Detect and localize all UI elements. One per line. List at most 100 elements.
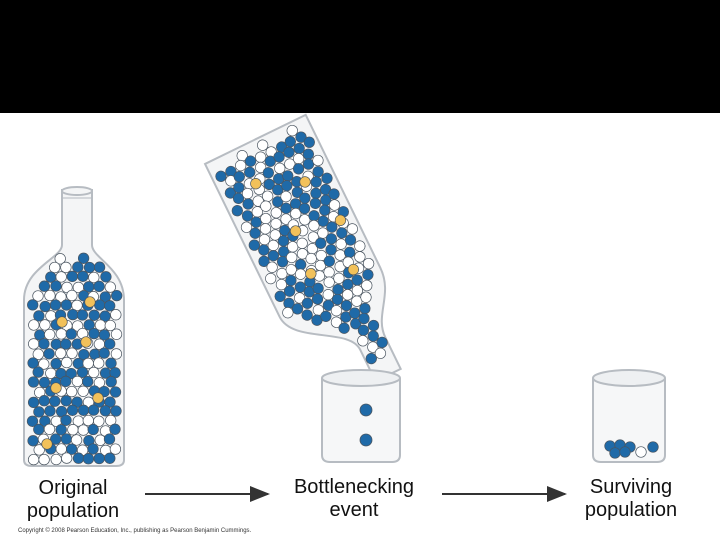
bead <box>66 289 78 302</box>
bead <box>270 218 282 230</box>
bead <box>27 299 39 311</box>
bead <box>280 190 292 203</box>
bead <box>233 181 245 194</box>
bead <box>309 197 322 209</box>
bead <box>55 424 67 436</box>
bead <box>77 385 89 397</box>
bead <box>55 291 67 303</box>
bead <box>93 357 105 369</box>
bead <box>357 324 370 336</box>
bead <box>77 404 90 416</box>
bead <box>70 434 83 446</box>
bead <box>374 347 387 359</box>
bead <box>60 338 72 350</box>
bead <box>293 142 305 155</box>
bead <box>38 338 50 350</box>
bead <box>109 423 121 435</box>
bead <box>77 252 90 264</box>
title-bar <box>0 0 720 113</box>
bead <box>104 396 116 408</box>
label-original-population: Original population <box>8 477 138 523</box>
bead <box>104 338 116 350</box>
bead <box>362 269 374 281</box>
bead <box>38 453 50 466</box>
bead <box>231 205 243 217</box>
bead <box>44 328 56 341</box>
bead <box>27 453 40 466</box>
bead <box>110 328 123 340</box>
bead <box>322 289 334 301</box>
bead <box>83 319 95 331</box>
label-original-line2: population <box>26 500 120 522</box>
label-bottleneck-line1: Bottlenecking <box>293 476 415 498</box>
copyright-notice: Copyright © 2008 Pearson Education, Inc.… <box>18 528 252 534</box>
bead <box>67 424 79 436</box>
bead <box>266 261 278 273</box>
bead <box>283 285 296 297</box>
bead <box>349 307 361 319</box>
bead <box>83 261 96 274</box>
bead <box>262 167 274 179</box>
bead <box>33 310 45 322</box>
bead <box>248 239 260 251</box>
bead <box>88 327 100 340</box>
bead <box>61 356 73 369</box>
bead <box>294 268 307 280</box>
bead <box>93 452 105 465</box>
bead <box>50 382 62 394</box>
bead <box>32 366 44 378</box>
bead <box>27 376 40 388</box>
bead <box>286 251 298 264</box>
bead <box>44 405 56 417</box>
bead <box>330 305 343 317</box>
bead <box>55 347 67 359</box>
bead <box>619 446 631 458</box>
bead <box>27 435 39 447</box>
bead <box>301 309 313 321</box>
bead <box>241 187 254 200</box>
bead <box>233 171 245 183</box>
bead <box>292 163 305 175</box>
bead <box>360 291 372 303</box>
bead <box>92 392 104 404</box>
bead <box>257 139 269 151</box>
bead <box>65 367 77 380</box>
bead <box>303 136 315 148</box>
bead <box>244 166 256 178</box>
bead <box>338 322 350 334</box>
bead <box>282 170 294 182</box>
bead <box>109 386 122 398</box>
label-original-line1: Original <box>38 477 108 499</box>
bead <box>249 227 261 239</box>
bead <box>66 347 78 359</box>
bead <box>258 233 271 246</box>
bead <box>635 446 647 458</box>
bead <box>328 199 341 211</box>
bead <box>267 250 280 262</box>
bead <box>50 358 62 370</box>
bead <box>319 183 332 196</box>
bead <box>289 225 302 237</box>
bead <box>33 423 45 436</box>
bead <box>88 271 100 284</box>
bead <box>354 240 366 252</box>
bead <box>337 206 349 218</box>
bead <box>77 270 89 282</box>
bead <box>344 234 357 246</box>
bead <box>236 150 248 162</box>
bead <box>61 452 73 464</box>
bead <box>76 309 89 321</box>
bead <box>301 297 314 309</box>
bead <box>332 283 344 296</box>
bead <box>357 335 369 347</box>
bead <box>39 319 51 331</box>
bead <box>32 290 44 302</box>
bead <box>326 221 338 233</box>
bead <box>84 296 96 308</box>
bead <box>43 348 55 360</box>
bead <box>283 146 295 158</box>
label-bottleneck-line2: event <box>329 499 379 521</box>
bead <box>49 299 62 311</box>
bead <box>103 433 116 445</box>
bead <box>323 255 336 267</box>
